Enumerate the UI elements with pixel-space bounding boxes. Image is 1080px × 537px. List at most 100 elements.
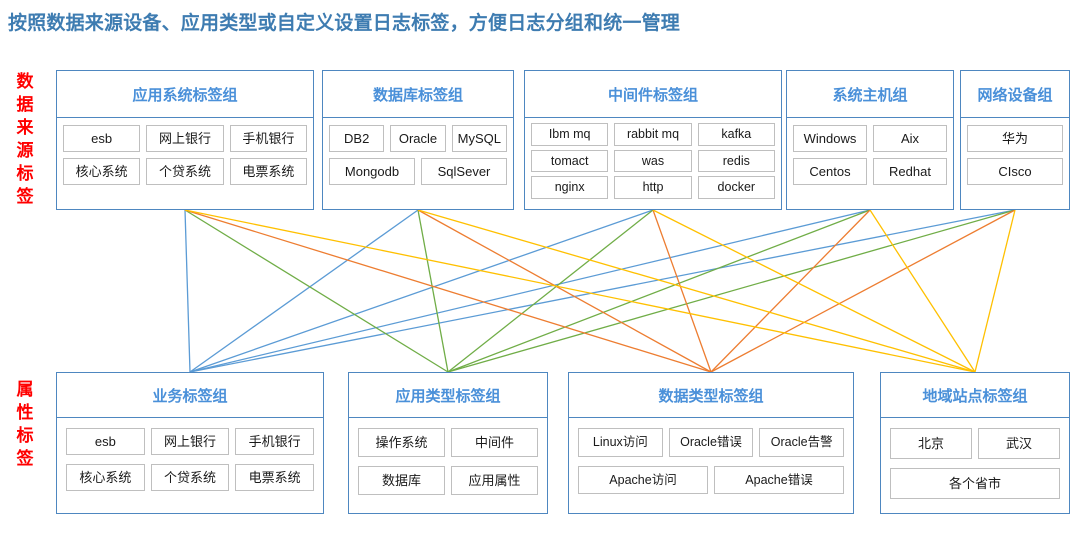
connector-line [417,209,712,373]
connector-line [189,209,871,373]
chip-row: 核心系统个贷系统电票系统 [66,464,315,491]
tag-chip[interactable]: Oracle [390,125,446,152]
tag-chip[interactable]: 北京 [890,428,972,459]
connector-line [184,209,712,373]
chip-row: 北京武汉 [890,428,1060,459]
connector-line [447,209,1016,373]
tag-chip[interactable]: kafka [697,123,775,146]
group-app-type[interactable]: 应用类型标签组 操作系统中间件数据库应用属性 [348,372,548,514]
tag-chip[interactable]: 中间件 [451,428,538,457]
tag-chip[interactable]: 网上银行 [150,428,230,455]
connector-line [417,209,449,373]
connector-line [417,209,976,373]
tag-chip[interactable]: 华为 [967,125,1063,152]
connector-line [710,209,871,373]
tag-chip[interactable]: http [614,176,692,199]
group-title: 数据类型标签组 [568,372,854,418]
connector-line [184,209,976,373]
tag-chip[interactable]: docker [697,176,775,199]
group-title: 网络设备组 [960,70,1070,118]
connector-line [652,209,976,373]
tag-chip[interactable]: Oracle错误 [668,428,754,457]
group-network-device[interactable]: 网络设备组 华为 CIsco [960,70,1070,210]
tag-chip[interactable]: 操作系统 [358,428,445,457]
connector-line [184,209,191,373]
group-chips: 操作系统中间件数据库应用属性 [348,418,548,514]
page-title: 按照数据来源设备、应用类型或自定义设置日志标签，方便日志分组和统一管理 [8,13,681,34]
tag-chip[interactable]: Centos [793,158,867,185]
axis-label-char: 来 [16,118,34,137]
tag-chip[interactable]: 应用属性 [451,466,538,495]
tag-chip[interactable]: Linux访问 [578,428,663,457]
connector-line [652,209,712,373]
tag-chip[interactable]: Windows [793,125,867,152]
axis-label-data-source: 数据来源标签 [8,70,42,208]
tag-chip[interactable]: was [614,149,692,172]
connector-line [184,209,449,373]
tag-chip[interactable]: 电票系统 [229,158,307,185]
group-region-site[interactable]: 地域站点标签组 北京武汉各个省市 [880,372,1070,514]
tag-chip[interactable]: 手机银行 [235,428,315,455]
tag-chip[interactable]: Oracle告警 [759,428,845,457]
tag-chip[interactable]: 网上银行 [146,125,224,152]
tag-chip[interactable]: esb [63,125,141,152]
tag-chip[interactable]: SqlSever [421,158,507,185]
tag-chip[interactable]: 个贷系统 [146,158,224,185]
tag-chip[interactable]: CIsco [967,158,1063,185]
tag-chip[interactable]: Aix [873,125,947,152]
group-title: 应用类型标签组 [348,372,548,418]
group-title: 业务标签组 [56,372,324,418]
group-title: 应用系统标签组 [56,70,314,118]
tag-chip[interactable]: Redhat [873,158,947,185]
axis-label-char: 数 [16,72,34,91]
group-title: 数据库标签组 [322,70,514,118]
tag-chip[interactable]: 数据库 [358,466,445,495]
group-title: 系统主机组 [786,70,954,118]
tag-chip[interactable]: 武汉 [978,428,1060,459]
chip-row: 各个省市 [890,468,1060,499]
tag-chip[interactable]: 各个省市 [890,468,1060,499]
connector-line [447,209,654,373]
tag-chip[interactable]: 手机银行 [229,125,307,152]
group-chips: 北京武汉各个省市 [880,418,1070,514]
axis-label-char: 性 [16,403,34,422]
axis-label-char: 标 [16,164,34,183]
tag-chip[interactable]: rabbit mq [614,123,692,146]
connector-line [710,209,1016,373]
tag-chip[interactable]: MySQL [451,125,507,152]
tag-chip[interactable]: Apache错误 [714,465,844,494]
tag-chip[interactable]: 个贷系统 [150,464,230,491]
tag-chip[interactable]: Mongodb [329,158,415,185]
tag-chip[interactable]: nginx [531,176,609,199]
tag-chip[interactable]: 核心系统 [66,464,145,491]
tag-chip[interactable]: Apache访问 [578,465,708,494]
tag-chip[interactable]: tomact [531,149,609,172]
axis-label-char: 属 [16,380,34,399]
axis-label-char: 签 [16,187,34,206]
axis-label-char: 标 [16,426,34,445]
chip-row: CIsco [967,158,1063,185]
tag-chip[interactable]: 电票系统 [235,464,315,491]
tag-chip[interactable]: Ibm mq [531,123,609,146]
axis-label-attribute: 属性标签 [8,378,42,470]
tag-chip[interactable]: redis [697,149,775,172]
tag-chip[interactable]: esb [66,428,145,455]
group-title: 中间件标签组 [524,70,782,118]
tag-chip[interactable]: DB2 [329,125,385,152]
tag-chip[interactable]: 核心系统 [63,158,141,185]
